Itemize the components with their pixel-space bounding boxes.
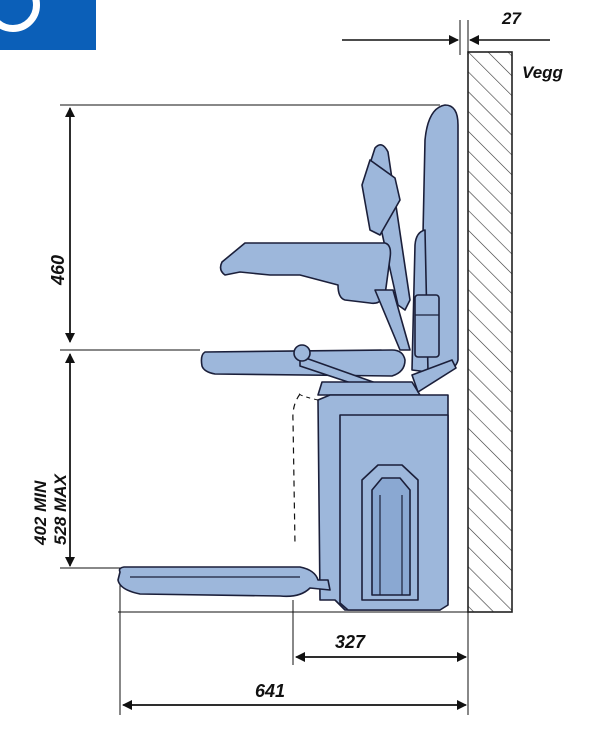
depth-dimensions (118, 585, 469, 715)
badge-mark (0, 0, 40, 32)
backrest-bracket (414, 294, 440, 358)
wall (467, 51, 513, 613)
seat-height-min: 402 MIN (31, 480, 50, 546)
wall-gap-value: 27 (501, 9, 522, 28)
seat-swing-path (298, 392, 319, 401)
seat-lever-knob (293, 344, 311, 362)
height-dimensions (60, 104, 440, 569)
wall-hatch (467, 51, 513, 613)
rail-bracket-inner (371, 477, 411, 596)
footrest-swing-path (292, 393, 301, 546)
corner-badge (0, 0, 96, 50)
armrest-strut (374, 289, 411, 351)
depth-folded-value: 327 (335, 632, 366, 652)
armrest-arm (361, 159, 401, 236)
wall-gap-dimension (342, 20, 550, 55)
armrest-horizontal (219, 242, 392, 305)
seat-height-max: 528 MAX (51, 472, 70, 545)
backrest-height-value: 460 (48, 255, 68, 286)
seat-hinge (411, 359, 457, 393)
wall-label: Vegg (522, 63, 564, 82)
seat-base (317, 381, 421, 396)
depth-unfolded-value: 641 (255, 681, 285, 701)
stairlift-chair (117, 104, 459, 611)
footrest (117, 566, 331, 598)
